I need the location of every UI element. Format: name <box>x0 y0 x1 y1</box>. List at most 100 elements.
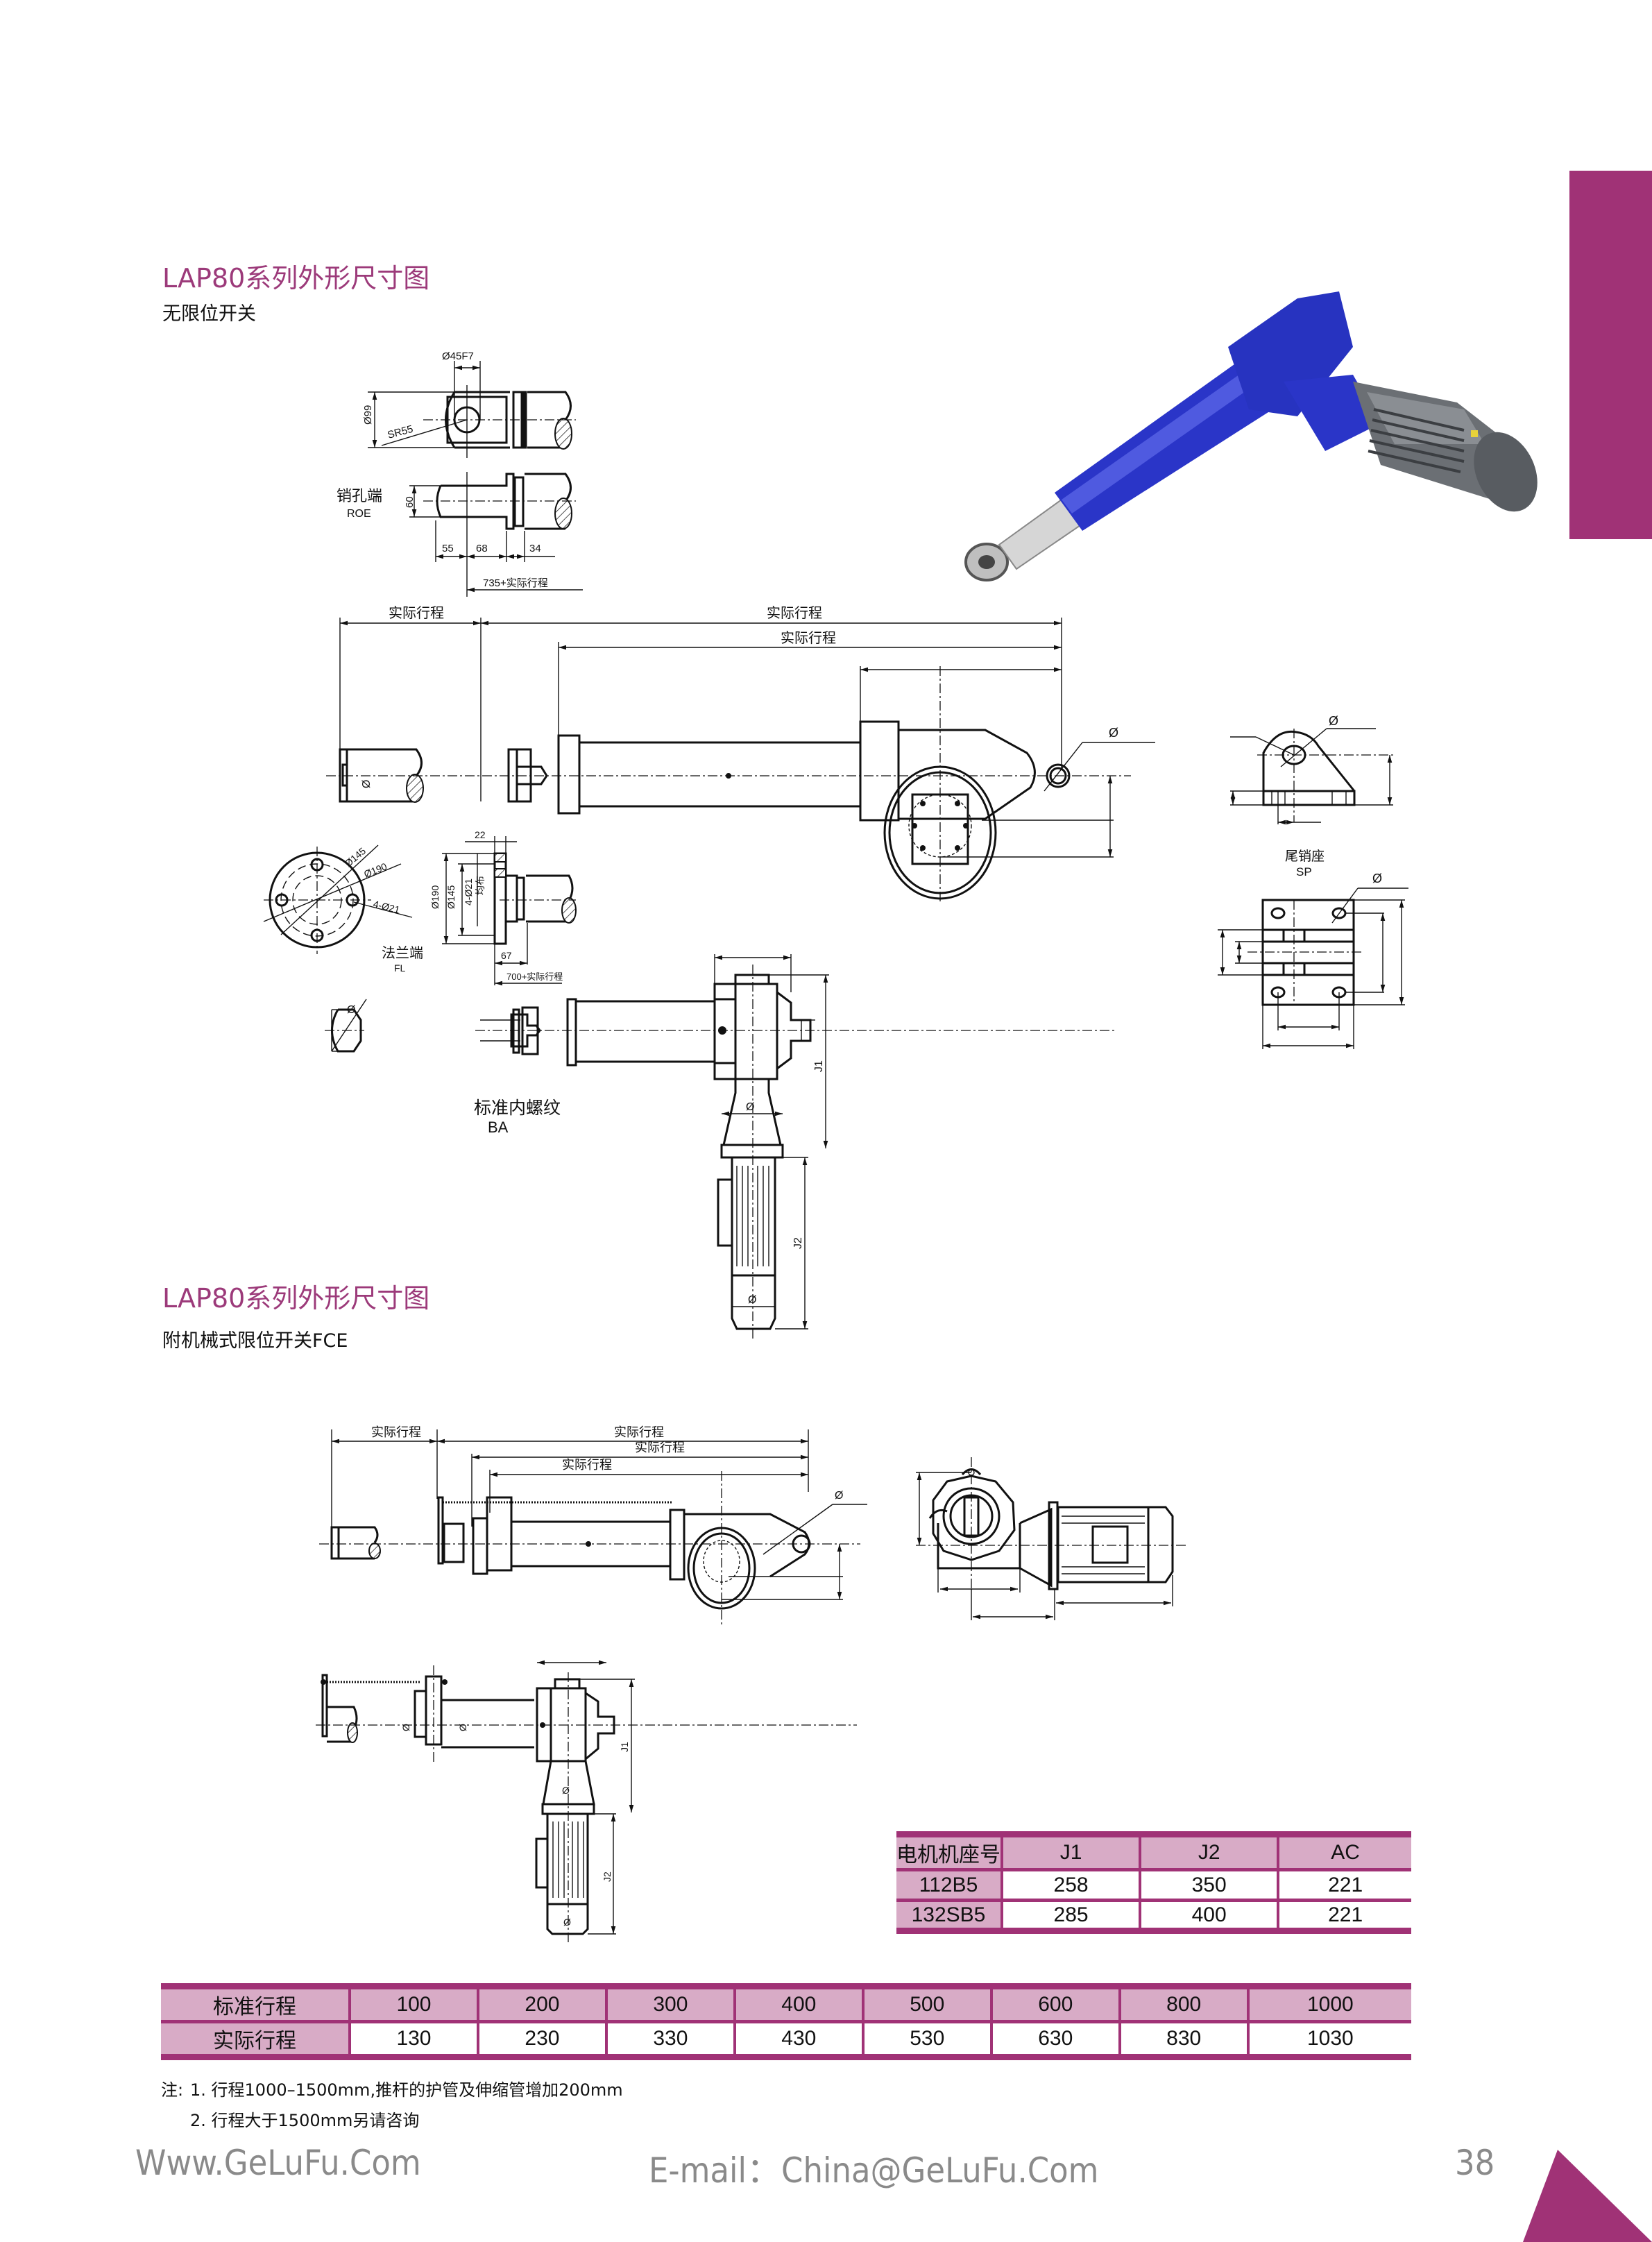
svg-text:Ø: Ø <box>563 1917 571 1928</box>
svg-text:Ø190: Ø190 <box>429 885 441 909</box>
svg-text:Ø: Ø <box>835 1490 843 1502</box>
sp-label-en: SP <box>1296 865 1312 878</box>
svg-text:Ø: Ø <box>347 1004 355 1016</box>
svg-text:55: 55 <box>442 543 454 554</box>
standard-stroke-cell: 300 <box>604 1983 736 2023</box>
svg-text:实际行程: 实际行程 <box>389 605 444 621</box>
page-number: 38 <box>1455 2143 1495 2183</box>
actual-stroke-cell: 130 <box>348 2021 479 2060</box>
svg-text:J1: J1 <box>813 1060 825 1072</box>
row-label: 实际行程 <box>161 2021 351 2060</box>
motor-frame-cell: 132SB5 <box>896 1900 1003 1934</box>
svg-text:Ø: Ø <box>1329 714 1338 728</box>
fce-side-view: 实际行程 实际行程 实际行程 实际行程 Ø <box>319 1425 867 1627</box>
sp-label-cn: 尾销座 <box>1285 849 1325 864</box>
svg-text:4-Ø21: 4-Ø21 <box>463 878 474 906</box>
section1-subtitle: 无限位开关 <box>162 303 256 325</box>
fce-end-view <box>916 1457 1186 1620</box>
svg-text:J2: J2 <box>792 1237 804 1249</box>
standard-stroke-cell: 400 <box>733 1983 865 2023</box>
side-accent-tab <box>1569 171 1652 539</box>
svg-text:实际行程: 实际行程 <box>371 1425 421 1439</box>
notes: 注: 1. 行程1000–1500mm,推杆的护管及伸缩管增加200mm 2. … <box>161 2075 623 2136</box>
svg-text:J1: J1 <box>619 1742 630 1752</box>
svg-text:34: 34 <box>529 543 541 554</box>
svg-text:Ø: Ø <box>400 1724 411 1731</box>
svg-text:Ø: Ø <box>562 1785 570 1796</box>
section2-title: LAP80系列外形尺寸图 <box>162 1283 430 1314</box>
svg-text:Ø: Ø <box>1109 726 1118 740</box>
svg-text:67: 67 <box>501 950 512 961</box>
table-row: 标准行程 100 200 300 400 500 600 800 1000 <box>161 1983 1411 2023</box>
svg-text:Ø190: Ø190 <box>362 860 389 880</box>
radius-label: SR55 <box>386 423 415 441</box>
main-side-view: 实际行程 实际行程 实际行程 <box>326 605 1155 902</box>
ac-cell: 221 <box>1277 1900 1411 1934</box>
fl-label-en: FL <box>394 962 406 974</box>
svg-text:700+实际行程: 700+实际行程 <box>506 971 563 982</box>
notes-prefix: 注: <box>161 2080 184 2100</box>
sp-front-view: Ø 尾销座 SP <box>1230 714 1395 878</box>
actual-stroke-cell: 530 <box>861 2021 993 2060</box>
fl-flange-view: Ø145 Ø190 4-Ø21 法兰端 FL 22 Ø190 Ø145 4-Ø2… <box>263 829 577 986</box>
standard-stroke-cell: 100 <box>348 1983 479 2023</box>
svg-text:Ø: Ø <box>748 1294 756 1306</box>
svg-text:均布: 均布 <box>475 876 486 895</box>
j1-cell: 258 <box>1000 1869 1142 1902</box>
actual-stroke-cell: 830 <box>1118 2021 1250 2060</box>
fl-label-cn: 法兰端 <box>382 945 423 961</box>
svg-text:实际行程: 实际行程 <box>562 1458 612 1472</box>
svg-text:实际行程: 实际行程 <box>635 1441 685 1454</box>
stroke-table: 标准行程 100 200 300 400 500 600 800 1000 实际… <box>161 1983 1411 2060</box>
svg-text:Ø: Ø <box>457 1724 468 1731</box>
product-photo <box>951 271 1561 604</box>
j1-cell: 285 <box>1000 1900 1142 1934</box>
svg-text:J2: J2 <box>602 1871 613 1882</box>
svg-text:实际行程: 实际行程 <box>781 630 836 646</box>
standard-stroke-cell: 600 <box>989 1983 1121 2023</box>
ba-top-view: Ø J1 Ø <box>325 954 1117 1339</box>
standard-stroke-cell: 800 <box>1118 1983 1250 2023</box>
footer-email[interactable]: E-mail：China@GeLuFu.Com <box>649 2150 1099 2191</box>
standard-stroke-cell: 200 <box>476 1983 608 2023</box>
motor-table-header: J2 <box>1139 1831 1280 1871</box>
thickness-label: 60 <box>404 496 416 508</box>
svg-text:Ø: Ø <box>361 780 373 788</box>
table-row: 实际行程 130 230 330 430 530 630 830 1030 <box>161 2021 1411 2060</box>
svg-text:Ø: Ø <box>1372 872 1382 885</box>
roe-label-en: ROE <box>347 508 371 520</box>
actual-stroke-cell: 1030 <box>1246 2021 1411 2060</box>
outer-dia-label: Ø99 <box>362 405 374 425</box>
ac-cell: 221 <box>1277 1869 1411 1902</box>
sp-top-view: Ø <box>1218 872 1408 1049</box>
svg-text:Ø145: Ø145 <box>343 845 368 869</box>
note-item: 2. 行程大于1500mm另请咨询 <box>190 2111 420 2130</box>
section2-subtitle: 附机械式限位开关FCE <box>162 1330 348 1352</box>
svg-text:Ø145: Ø145 <box>445 885 457 909</box>
motor-frame-table: 电机机座号 J1 J2 AC 112B5 258 350 221 132SB5 … <box>896 1831 1411 1934</box>
ba-label-cn: 标准内螺纹 <box>474 1098 561 1118</box>
row-label: 标准行程 <box>161 1983 351 2023</box>
svg-text:实际行程: 实际行程 <box>767 605 822 621</box>
svg-text:Ø: Ø <box>746 1101 754 1113</box>
ba-label-en: BA <box>488 1119 509 1136</box>
svg-text:22: 22 <box>475 829 486 840</box>
actual-stroke-cell: 230 <box>476 2021 608 2060</box>
actual-stroke-cell: 630 <box>989 2021 1121 2060</box>
svg-text:4-Ø21: 4-Ø21 <box>372 898 401 915</box>
j2-cell: 350 <box>1139 1869 1280 1902</box>
motor-frame-cell: 112B5 <box>896 1869 1003 1902</box>
roe-side-view: 60 55 68 34 735+实际行程 销孔端 ROE <box>337 472 583 597</box>
section1-title: LAP80系列外形尺寸图 <box>162 263 430 294</box>
svg-text:68: 68 <box>476 543 488 554</box>
motor-table-header: AC <box>1277 1831 1411 1871</box>
motor-table-header: 电机机座号 <box>896 1831 1003 1871</box>
roe-label-cn: 销孔端 <box>337 487 382 504</box>
standard-stroke-cell: 1000 <box>1246 1983 1411 2023</box>
footer-website[interactable]: Www.GeLuFu.Com <box>135 2143 421 2183</box>
pin-dia-label: Ø45F7 <box>442 350 474 362</box>
roe-overall-label: 735+实际行程 <box>483 577 548 589</box>
fce-top-view: Ø Ø J1 Ø Ø J2 <box>316 1660 857 1943</box>
motor-table-header: J1 <box>1000 1831 1142 1871</box>
